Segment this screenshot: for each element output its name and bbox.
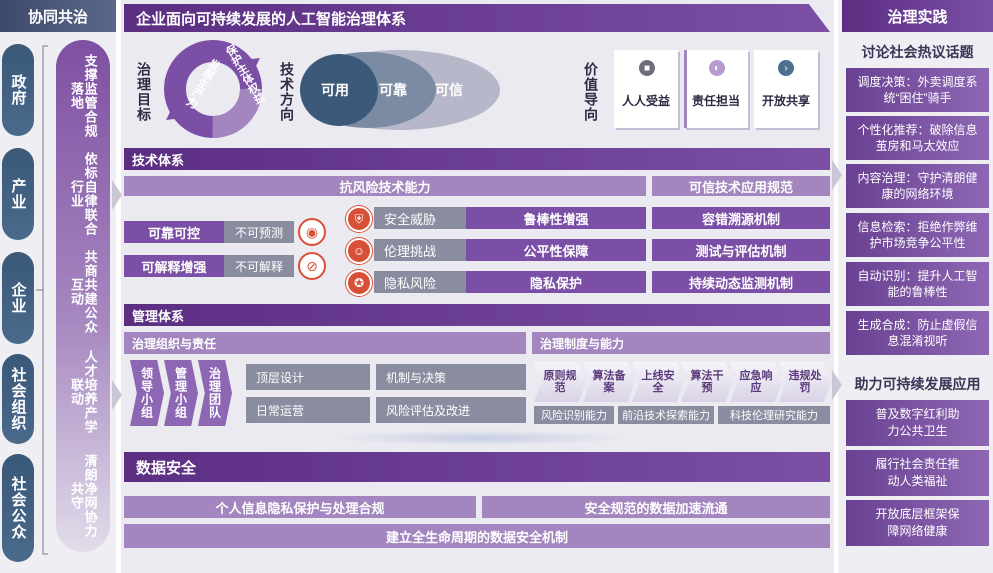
data-lifecycle: 建立全生命周期的数据安全机制 — [124, 524, 830, 548]
value-card-responsibility: ◐ 责任担当 — [684, 50, 748, 128]
org-item-risk-eval: 风险评估及改进 — [376, 397, 526, 423]
topic-search: 信息检索：拒绝作弊维护市场竞争公平性 — [846, 213, 989, 257]
right-title: 治理实践 — [842, 0, 993, 32]
risk-security-answer: 鲁棒性增强 — [466, 207, 646, 229]
ability-ethics-research: 科技伦理研究能力 — [718, 406, 830, 424]
actor-enterprise: 企业 — [2, 252, 34, 344]
apps-title: 助力可持续发展应用 — [854, 376, 981, 392]
tech-row-unexplainable: 不可解释 — [224, 255, 294, 277]
flow-penalty: 违规处罚 — [779, 362, 831, 402]
flow-emergency: 应急响应 — [730, 362, 782, 402]
goal-label: 治理目标 — [136, 62, 152, 122]
direction-ellipse-inner — [300, 54, 378, 126]
right-arrows — [832, 160, 842, 400]
app-health: 普及数字红利助力公共卫生 — [846, 400, 989, 446]
eye-slash-icon: ⊘ — [298, 252, 326, 280]
goal-cycle — [164, 40, 262, 138]
coop-item-support: 支撑监管合规落地 — [69, 54, 98, 138]
ability-risk-identify: 风险识别能力 — [534, 406, 614, 424]
direction-reliable: 可靠 — [379, 82, 407, 98]
tech-row-unpredictable: 不可预测 — [224, 221, 294, 243]
section-separator — [330, 430, 630, 446]
coop-column: 支撑监管合规落地 依标自律联合行业 共商共建公众互动 人才培养产学联动 清朗净网… — [56, 40, 110, 552]
coop-item-self-discipline: 依标自律联合行业 — [69, 152, 98, 236]
app-welfare: 履行社会责任推动人类福祉 — [846, 450, 989, 496]
coop-item-public: 共商共建公众互动 — [69, 250, 98, 334]
risk-security: 安全威胁 — [374, 207, 466, 229]
data-privacy: 个人信息隐私保护与处理合规 — [124, 496, 476, 518]
coop-item-talent: 人才培养产学联动 — [69, 350, 98, 434]
gift-icon: ■ — [639, 60, 655, 76]
trust-monitoring: 持续动态监测机制 — [652, 271, 830, 293]
actor-industry: 产业 — [2, 148, 34, 240]
shield-icon: ⛨ — [346, 206, 372, 232]
value-card-benefit: ■ 人人受益 — [614, 50, 678, 128]
risk-ethics: 伦理挑战 — [374, 239, 466, 261]
tech-risk-header: 抗风险技术能力 — [124, 176, 646, 196]
flow-principles: 原则规范 — [534, 362, 586, 402]
tech-row-controllable: 可靠可控 — [124, 221, 224, 243]
share-icon: ◐ — [709, 60, 725, 76]
data-title: 数据安全 — [124, 452, 830, 482]
actor-government: 政府 — [2, 44, 34, 136]
eye-icon: ◉ — [298, 218, 326, 246]
org-governance-team: 治理团队 — [198, 360, 232, 426]
org-item-mechanism: 机制与决策 — [376, 364, 526, 390]
arrow-icon: › — [778, 60, 794, 76]
tech-trust-header: 可信技术应用规范 — [652, 176, 830, 196]
org-item-top-design: 顶层设计 — [246, 364, 370, 390]
trust-test-eval: 测试与评估机制 — [652, 239, 830, 261]
left-title: 协同共治 — [0, 0, 116, 32]
mgmt-sys-header: 治理制度与能力 — [532, 332, 830, 354]
head-icon: ☺ — [346, 238, 372, 264]
flow-algo-intervention: 算法干预 — [681, 362, 733, 402]
org-leader-group: 领导小组 — [130, 360, 164, 426]
actor-social-org: 社会组织 — [2, 354, 34, 444]
mgmt-title: 管理体系 — [124, 304, 830, 326]
direction-label: 技术方向 — [279, 62, 295, 122]
actor-public: 社会公众 — [2, 454, 34, 562]
trust-fault-trace: 容错溯源机制 — [652, 207, 830, 229]
topics-title: 讨论社会热议话题 — [861, 44, 974, 60]
topic-content: 内容治理：守护清朗健康的网络环境 — [846, 164, 989, 208]
left-arrows — [112, 180, 122, 410]
main-title: 企业面向可持续发展的人工智能治理体系 — [124, 4, 830, 32]
flow-launch-safety: 上线安全 — [632, 362, 684, 402]
org-item-daily-ops: 日常运营 — [246, 397, 370, 423]
value-open: 开放共享 — [761, 93, 810, 108]
mgmt-org-header: 治理组织与责任 — [124, 332, 526, 354]
topic-recommend: 个性化推荐：破除信息茧房和马太效应 — [846, 116, 989, 160]
value-benefit: 人人受益 — [621, 93, 670, 108]
direction-trustworthy: 可信 — [435, 82, 463, 98]
data-circulation: 安全规范的数据加速流通 — [482, 496, 830, 518]
tech-title: 技术体系 — [124, 148, 830, 170]
value-responsibility: 责任担当 — [691, 93, 740, 108]
bracket-connector — [36, 45, 48, 555]
risk-privacy-answer: 隐私保护 — [466, 271, 646, 293]
risk-ethics-answer: 公平性保障 — [466, 239, 646, 261]
topic-recognition: 自动识别：提升人工智能的鲁棒性 — [846, 262, 989, 306]
tech-row-explainable: 可解释增强 — [124, 255, 224, 277]
topic-dispatch: 调度决策：外卖调度系统“困住”骑手 — [846, 68, 989, 112]
value-label: 价值导向 — [583, 62, 599, 122]
lifebuoy-icon: ✪ — [346, 270, 372, 296]
risk-privacy: 隐私风险 — [374, 271, 466, 293]
value-card-open: › 开放共享 — [754, 50, 818, 128]
direction-usable: 可用 — [321, 82, 349, 98]
flow-algo-filing: 算法备案 — [583, 362, 635, 402]
topic-generation: 生成合成：防止虚假信息混淆视听 — [846, 311, 989, 355]
coop-item-clean-net: 清朗净网协力共守 — [69, 454, 98, 538]
app-open-framework: 开放底层框架保障网络健康 — [846, 500, 989, 546]
ability-frontier-tech: 前沿技术探索能力 — [618, 406, 714, 424]
